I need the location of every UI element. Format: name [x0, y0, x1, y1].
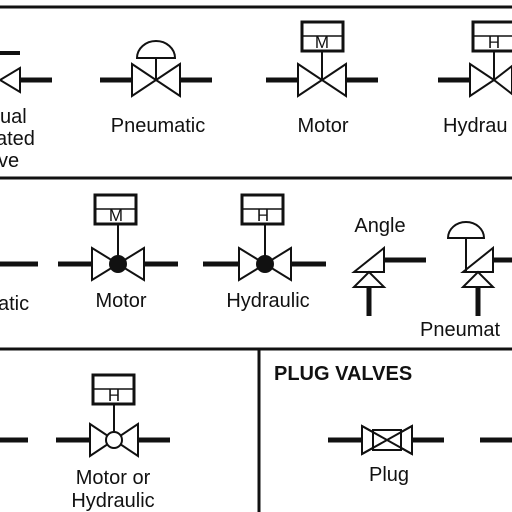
hydraulic-ball-valve-symbol [203, 193, 326, 282]
pneumatic-partial-label-row2: Pneumat [420, 319, 500, 341]
hydraulic-label-row2: Hydraulic [226, 290, 309, 312]
pneumatic-angle-valve-symbol [446, 221, 512, 316]
motor-or-hydraulic-label-line-1: Motor or [76, 467, 151, 489]
angle-label: Angle [354, 215, 405, 237]
manual-label-line-3: ve [0, 150, 19, 172]
pneumatic-label: Pneumatic [111, 115, 206, 137]
motor-actuator-letter-row2: M [109, 206, 123, 225]
manual-valve-symbol [0, 51, 52, 94]
motor-ball-valve-symbol [58, 193, 178, 282]
hydraulic-label-row1: Hydrau [443, 115, 507, 137]
motor-or-hydraulic-valve-symbol [56, 373, 170, 458]
plug-valves-section-title: PLUG VALVES [274, 363, 412, 385]
plug-label: Plug [369, 464, 409, 486]
hydraulic-actuator-letter-row1: H [488, 33, 500, 52]
left-partial-label-row2: atic [0, 293, 29, 315]
hydraulic-actuator-letter-row2: H [257, 206, 269, 225]
motor-or-hydraulic-label-line-2: Hydraulic [71, 490, 154, 512]
motor-label-row1: Motor [297, 115, 348, 137]
manual-label-line-1: ual [0, 106, 27, 128]
manual-label-line-2: ated [0, 128, 35, 150]
motor-actuator-letter-row1: M [315, 33, 329, 52]
actuator-letter-row3: H [108, 386, 120, 405]
motor-label-row2: Motor [95, 290, 146, 312]
hydraulic-valve-symbol [438, 20, 512, 98]
pneumatic-valve-symbol [100, 40, 212, 98]
plug-valve-symbol [328, 424, 444, 456]
motor-valve-symbol [266, 20, 378, 98]
angle-valve-symbol [351, 245, 426, 316]
